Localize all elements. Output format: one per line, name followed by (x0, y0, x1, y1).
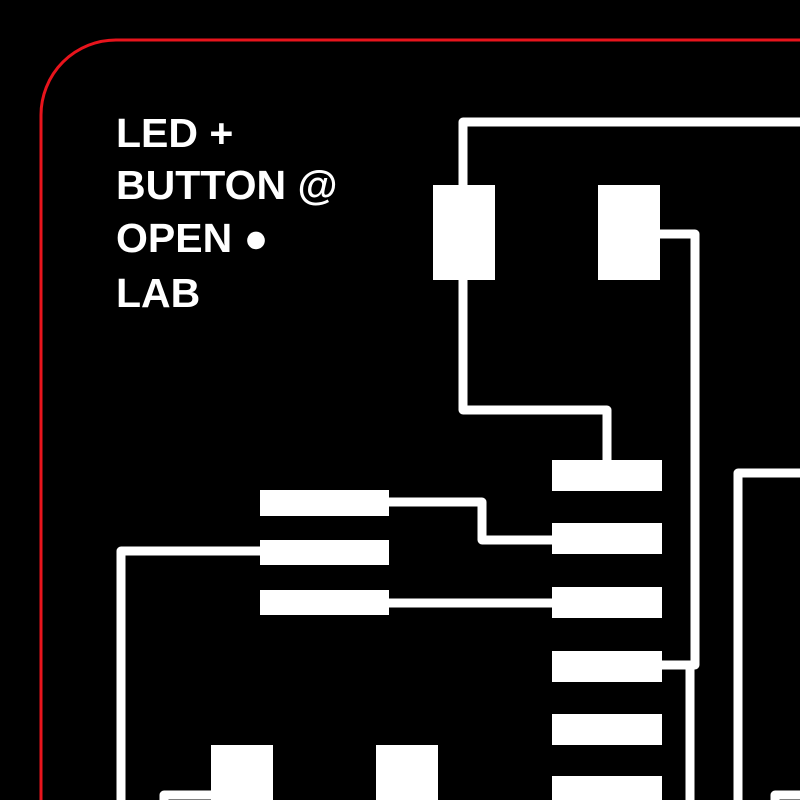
ic-pad-6 (552, 776, 662, 800)
title-line-3: OPEN ● (116, 215, 269, 261)
trace-right-column (733, 468, 800, 800)
led-pad-right (598, 185, 660, 280)
title-line-1: LED + (116, 110, 234, 156)
led-pad-left (433, 185, 495, 280)
button-pad-1 (260, 490, 389, 516)
trace-top-to-led-pad (458, 117, 800, 475)
bottom-pad-left (211, 745, 273, 800)
traces (116, 117, 800, 800)
pads (211, 185, 662, 800)
trace-left-edge (116, 546, 275, 800)
ic-pad-5 (552, 714, 662, 745)
title-line-4: LAB (116, 270, 201, 316)
bottom-pad-right (376, 745, 438, 800)
button-pad-3 (260, 590, 389, 615)
title-line-2: BUTTON @ (116, 162, 338, 208)
ic-pad-3 (552, 587, 662, 618)
trace-ic-right-down (650, 660, 695, 800)
board-edge-outline (39, 38, 800, 800)
ic-pad-4 (552, 651, 662, 682)
trace-bottom-right (770, 790, 800, 800)
button-pad-2 (260, 540, 389, 565)
ic-pad-1 (552, 460, 662, 491)
trace-bottom-left (159, 790, 225, 800)
ic-pad-2 (552, 523, 662, 554)
trace-left-pad1-to-ic (380, 497, 565, 545)
